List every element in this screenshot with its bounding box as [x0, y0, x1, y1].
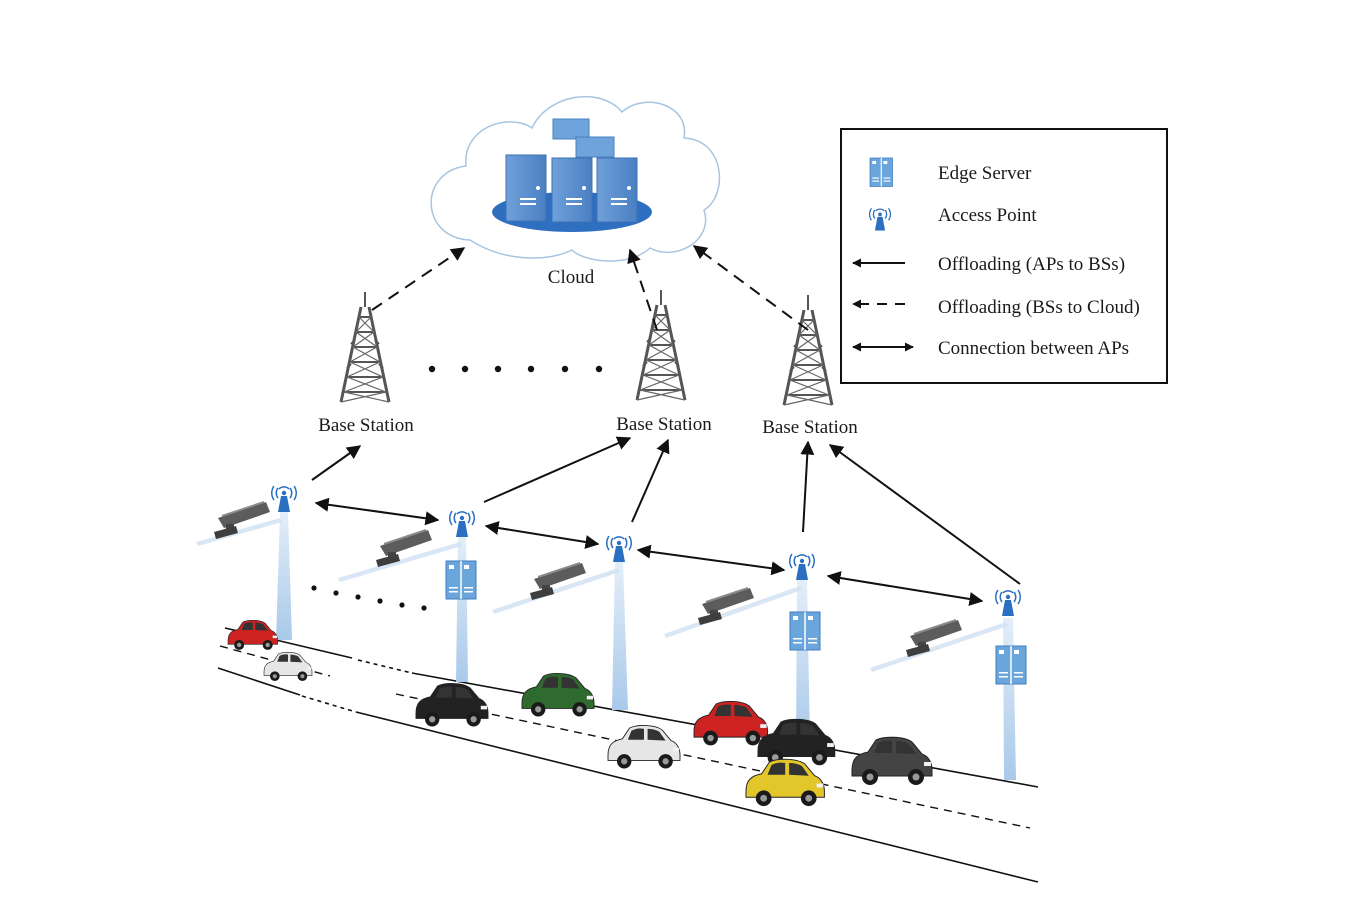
legend-item-offloading-bs-cloud: Offloading (BSs to Cloud): [852, 297, 1140, 318]
double-arrow: [484, 521, 600, 549]
solid-arrow: [631, 438, 670, 523]
edge-server-icon: [445, 560, 477, 600]
tower-icon: [339, 290, 391, 404]
dashed-arrow: [627, 248, 658, 331]
legend-label: Offloading (APs to BSs): [938, 254, 1125, 275]
base-station-label: Base Station: [762, 417, 858, 438]
base-station-label: Base Station: [616, 414, 712, 435]
server-icon: [551, 157, 593, 223]
solid-arrow: [311, 445, 362, 481]
double-arrow: [314, 497, 440, 526]
legend-label: Edge Server: [938, 163, 1032, 184]
ellipsis-base-stations: [428, 365, 603, 373]
base-station-1: Base Station: [318, 290, 414, 436]
legend: Edge Server Access Point Offloading (APs…: [840, 128, 1168, 384]
road-edge-bottom-left: [217, 667, 301, 696]
car-icon: [227, 619, 278, 651]
car-icon: [851, 736, 933, 786]
offloading-bs-to-cloud: [371, 245, 809, 331]
vehicles: [227, 619, 933, 807]
access-point-icon: [270, 485, 298, 513]
road-gap-bottom: [301, 695, 357, 713]
cctv-camera-icon: [213, 501, 271, 540]
offloading-ap-to-bs: [311, 436, 1021, 585]
legend-box: [840, 128, 1168, 384]
base-station-label: Base Station: [318, 415, 414, 436]
tower-icon: [635, 288, 687, 402]
car-icon: [607, 725, 681, 769]
car-icon: [745, 758, 825, 807]
car-icon: [757, 718, 836, 766]
cloud: Cloud: [430, 95, 721, 288]
legend-label: Access Point: [938, 205, 1037, 226]
access-point-icon: [448, 510, 476, 538]
cctv-camera-icon: [905, 619, 963, 658]
car-icon: [263, 652, 313, 682]
solid-arrow: [828, 444, 1021, 585]
road-gap-top: [357, 659, 413, 674]
dashed-arrow: [371, 247, 466, 311]
camera-beams: [196, 518, 1008, 672]
road-centerline: [395, 693, 1031, 829]
legend-item-connection-aps: Connection between APs: [852, 338, 1129, 359]
legend-item-edge-server: Edge Server: [869, 157, 1032, 188]
ellipsis-access-points: [311, 585, 427, 611]
edge-server-icon: [995, 645, 1027, 685]
solid-arrow: [800, 440, 815, 533]
edge-servers: [445, 560, 1027, 685]
legend-item-offloading-ap-bs: Offloading (APs to BSs): [852, 254, 1125, 275]
legend-item-access-point: Access Point: [868, 205, 1037, 232]
tower-icon: [782, 293, 834, 407]
ap-pole-1: [276, 512, 292, 640]
edge-server-icon: [869, 157, 894, 188]
server-icon: [596, 157, 638, 223]
cloud-label: Cloud: [548, 267, 595, 288]
connection-between-aps: [314, 497, 984, 606]
road-edge-bottom: [355, 711, 1039, 883]
legend-label: Connection between APs: [938, 338, 1129, 359]
car-icon: [693, 700, 769, 746]
double-arrow: [636, 544, 786, 576]
double-arrow: [826, 571, 984, 606]
access-point-icon: [605, 535, 633, 563]
access-point-icon: [994, 589, 1022, 617]
legend-label: Offloading (BSs to Cloud): [938, 297, 1140, 318]
base-station-3: Base Station: [762, 293, 858, 438]
car-icon: [415, 683, 489, 727]
edge-server-icon: [789, 611, 821, 651]
ap-pole-5: [1003, 618, 1016, 780]
car-icon: [521, 673, 595, 717]
ap-pole-2: [456, 537, 468, 682]
ap-pole-4: [796, 580, 810, 742]
solid-arrow: [483, 436, 632, 503]
dashed-arrow: [692, 245, 809, 331]
access-point-icon: [788, 553, 816, 581]
cloud-servers: [505, 118, 638, 223]
ap-pole-3: [612, 562, 628, 710]
base-station-2: Base Station: [616, 288, 712, 435]
